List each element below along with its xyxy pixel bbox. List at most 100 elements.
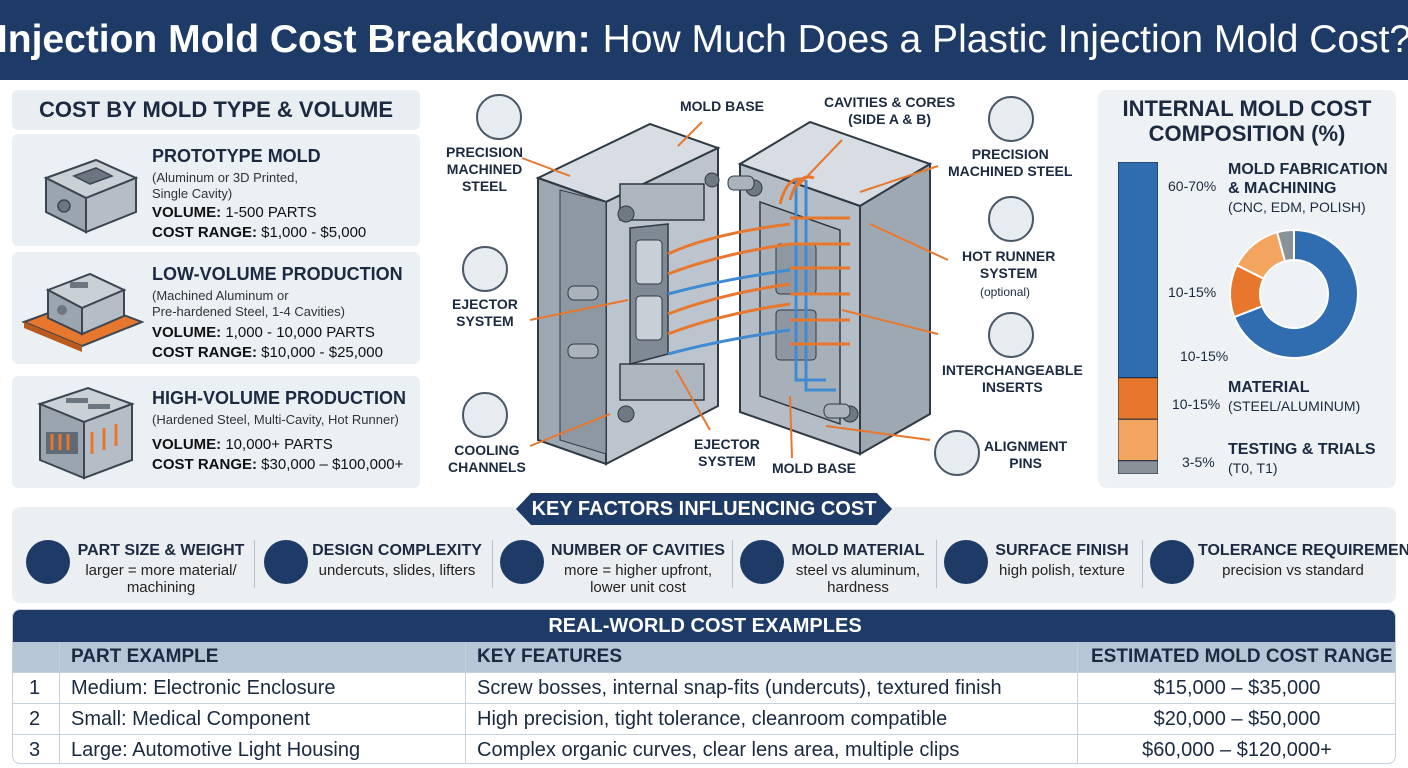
swap-icon: [988, 312, 1034, 358]
factor-desc-line: hardness: [827, 579, 889, 596]
hot-runner-icon: [988, 196, 1034, 242]
factor-divider: [1142, 540, 1143, 588]
factor-desc: larger = more material/machining: [76, 562, 246, 596]
composition-panel: INTERNAL MOLD COST COMPOSITION (%) 60-70…: [1098, 90, 1396, 488]
cost-value: $10,000 - $25,000: [261, 344, 383, 361]
row-cost: $15,000 – $35,000: [1153, 677, 1321, 699]
factor-desc-line: larger = more material/: [85, 562, 237, 579]
factor-desc: undercuts, slides, lifters: [312, 562, 482, 579]
mold-type-name: PROTOTYPE MOLD: [152, 146, 321, 166]
mold-type-desc: (Machined Aluminum or Pre-hardened Steel…: [152, 288, 412, 320]
factor-desc-line: more = higher upfront,: [563, 562, 712, 579]
composition-title: INTERNAL MOLD COST COMPOSITION (%): [1098, 96, 1396, 146]
composition-title-line: INTERNAL MOLD COST: [1122, 96, 1372, 121]
row-part: Large: Automotive Light Housing: [71, 739, 361, 761]
label-mold-base-top: MOLD BASE: [680, 98, 764, 114]
ejector-icon: [462, 246, 508, 292]
factor-tolerance: TOLERANCE REQUIREMENTS precision vs stan…: [1150, 530, 1408, 596]
gear-icon: [264, 540, 308, 584]
row-cost: $20,000 – $50,000: [1153, 708, 1321, 730]
volume-label: VOLUME:: [152, 436, 222, 453]
pin-icon: [934, 430, 980, 476]
cost-label: COST RANGE:: [152, 456, 257, 473]
factor-desc-line: steel vs aluminum,: [795, 562, 921, 579]
factor-desc-line: lower unit cost: [590, 579, 686, 596]
label-precision-steel-right: PRECISION MACHINED STEEL: [948, 146, 1073, 179]
desc-line: (Aluminum or 3D Printed,: [152, 170, 298, 185]
drill-icon: [476, 94, 522, 140]
side-pct-a: 10-15%: [1168, 284, 1217, 300]
segment-name: & MACHINING: [1228, 180, 1337, 197]
segment-name-material: MATERIAL (STEEL/ALUMINUM): [1228, 378, 1360, 415]
table-row: 1 Medium: Electronic Enclosure Screw bos…: [13, 672, 1395, 703]
volume-value: 1,000 - 10,000 PARTS: [225, 324, 375, 341]
label-cooling: COOLING CHANNELS: [448, 442, 526, 475]
segment-name: MOLD FABRICATION: [1228, 161, 1388, 178]
segment-name-fabrication: MOLD FABRICATION & MACHINING (CNC, EDM, …: [1228, 160, 1388, 216]
composition-donut: [1229, 228, 1359, 359]
table-header: PART EXAMPLE KEY FEATURES ESTIMATED MOLD…: [13, 642, 1395, 672]
factor-divider: [732, 540, 733, 588]
mold-exploded-diagram: [521, 120, 949, 466]
weight-icon: [26, 540, 70, 584]
volume-value: 10,000+ PARTS: [225, 436, 333, 453]
stack-segment: [1118, 460, 1158, 474]
high-volume-card: HIGH-VOLUME PRODUCTION (Hardened Steel, …: [12, 376, 420, 488]
table-row: 2 Small: Medical Component High precisio…: [13, 703, 1395, 734]
cost-label: COST RANGE:: [152, 344, 257, 361]
gear-icon: [988, 96, 1034, 142]
examples-table: REAL-WORLD COST EXAMPLES PART EXAMPLE KE…: [12, 609, 1396, 764]
factor-material: MOLD MATERIAL steel vs aluminum,hardness: [740, 530, 930, 596]
segment-name: TESTING & TRIALS: [1228, 441, 1376, 458]
row-features: High precision, tight tolerance, cleanro…: [477, 708, 948, 730]
stack-segment: [1118, 162, 1158, 379]
segment-detail: (CNC, EDM, POLISH): [1228, 199, 1366, 215]
mold-type-desc: (Aluminum or 3D Printed, Single Cavity): [152, 170, 412, 202]
cost-row: COST RANGE: $1,000 - $5,000: [152, 224, 366, 241]
factor-desc-line: high polish, texture: [999, 562, 1125, 579]
stack-segment: [1118, 418, 1158, 462]
col-divider: [59, 642, 60, 763]
composition-title-line: COMPOSITION (%): [1148, 121, 1346, 146]
factor-title: NUMBER OF CAVITIES: [551, 542, 725, 559]
mold-type-name: HIGH-VOLUME PRODUCTION: [152, 388, 406, 408]
segment-pct: 60-70%: [1168, 178, 1217, 194]
factor-design-complexity: DESIGN COMPLEXITY undercuts, slides, lif…: [264, 530, 484, 596]
mold-type-name: LOW-VOLUME PRODUCTION: [152, 264, 403, 284]
label-mold-base-bottom: MOLD BASE: [772, 460, 856, 476]
table-row: 3 Large: Automotive Light Housing Comple…: [13, 734, 1395, 763]
cost-value: $1,000 - $5,000: [261, 224, 367, 241]
segment-detail: (STEEL/ALUMINUM): [1228, 398, 1361, 414]
layers-icon: [740, 540, 784, 584]
factor-desc-line: undercuts, slides, lifters: [318, 562, 476, 579]
donut-slice: [1275, 228, 1295, 263]
label-hot-runner-note: (optional): [980, 285, 1031, 299]
volume-row: VOLUME: 1-500 PARTS: [152, 204, 317, 221]
segment-name-testing: TESTING & TRIALS (T0, T1): [1228, 440, 1376, 477]
header-part: PART EXAMPLE: [71, 646, 219, 667]
label-hot-runner: HOT RUNNER SYSTEM: [962, 248, 1056, 281]
factor-desc: more = higher upfront,lower unit cost: [550, 562, 726, 596]
row-part: Small: Medical Component: [71, 708, 310, 730]
factor-desc: high polish, texture: [992, 562, 1132, 579]
factor-title: SURFACE FINISH: [995, 542, 1129, 559]
prototype-mold-icon: [43, 158, 138, 234]
factor-desc-line: machining: [126, 579, 196, 596]
key-factors-title: KEY FACTORS INFLUENCING COST: [516, 493, 892, 525]
cost-label: COST RANGE:: [152, 224, 257, 241]
check-icon: [1150, 540, 1194, 584]
desc-line: Pre-hardened Steel, 1-4 Cavities): [152, 304, 345, 319]
factor-divider: [936, 540, 937, 588]
factor-divider: [492, 540, 493, 588]
row-number: 1: [29, 677, 41, 699]
factor-desc-line: precision vs standard: [1222, 562, 1364, 579]
desc-line: (Hardened Steel, Multi-Cavity, Hot Runne…: [152, 412, 399, 427]
cost-row: COST RANGE: $10,000 - $25,000: [152, 344, 383, 361]
low-volume-card: LOW-VOLUME PRODUCTION (Machined Aluminum…: [12, 252, 420, 364]
volume-row: VOLUME: 10,000+ PARTS: [152, 436, 333, 453]
page-title: Injection Mold Cost Breakdown: How Much …: [0, 0, 1408, 80]
header-features: KEY FEATURES: [477, 646, 622, 667]
label-interchangeable: INTERCHANGEABLE INSERTS: [942, 362, 1083, 395]
volume-row: VOLUME: 1,000 - 10,000 PARTS: [152, 324, 375, 341]
row-features: Screw bosses, internal snap-fits (underc…: [477, 677, 1002, 699]
